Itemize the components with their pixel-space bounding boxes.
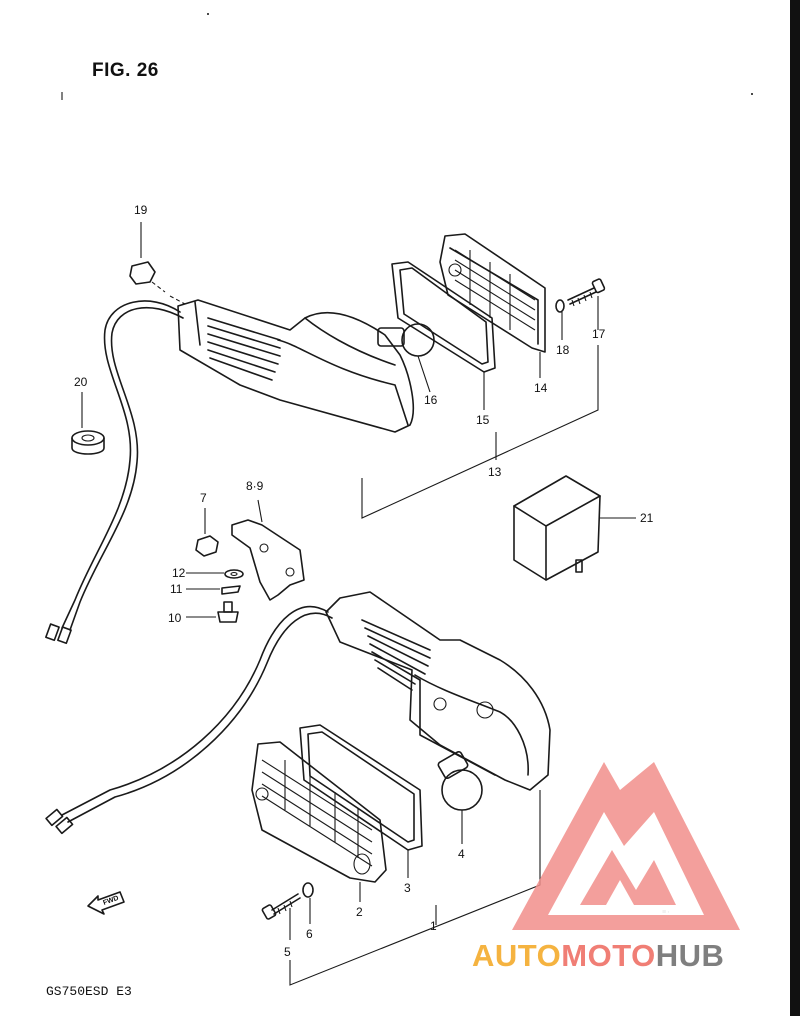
upper-lens — [439, 233, 546, 378]
washer-11 — [186, 585, 241, 595]
fwd-arrow-icon: FWD — [87, 891, 125, 915]
turn-signal-relay — [513, 475, 636, 581]
lower-screw — [261, 893, 301, 940]
watermark-auto: AUTO — [472, 938, 561, 973]
callout-17: 17 — [592, 327, 606, 341]
callout-16: 16 — [424, 393, 438, 407]
lower-bulb — [437, 751, 483, 844]
callout-21: 21 — [640, 511, 654, 525]
callout-15: 15 — [476, 413, 490, 427]
upper-wire-connectors — [45, 623, 72, 645]
callout-10: 10 — [168, 611, 182, 625]
lower-lens — [251, 741, 387, 902]
callout-5: 5 — [284, 945, 291, 959]
upper-bulb — [377, 323, 435, 393]
grommet-20 — [71, 392, 105, 455]
watermark-hub: HUB — [656, 938, 725, 973]
callout-18: 18 — [556, 343, 570, 357]
lower-signal-housing — [325, 591, 551, 791]
callout-14: 14 — [534, 381, 548, 395]
callout-13-bracket — [361, 345, 599, 519]
callout-3: 3 — [404, 881, 411, 895]
callout-13: 13 — [488, 465, 502, 479]
callout-12: 12 — [172, 566, 186, 580]
mount-bracket — [231, 499, 305, 601]
callout-7: 7 — [200, 491, 207, 505]
upper-signal-wire — [61, 300, 181, 629]
upper-gasket — [391, 261, 496, 410]
washer-12 — [186, 569, 244, 579]
upper-washer — [555, 299, 565, 340]
watermark-moto: MOTO — [561, 938, 655, 973]
bolt-10 — [186, 601, 239, 623]
callout-20: 20 — [74, 375, 88, 389]
upper-screw — [567, 278, 606, 330]
callout-1: 1 — [430, 919, 437, 933]
figure-title: FIG. 26 — [92, 60, 159, 81]
nut-19 — [129, 222, 186, 305]
callout-2: 2 — [356, 905, 363, 919]
callout-8-9: 8·9 — [246, 479, 264, 493]
callout-6: 6 — [306, 927, 313, 941]
page-edge — [790, 0, 800, 1016]
callout-1-bracket — [289, 790, 541, 986]
lower-signal-wire — [61, 605, 329, 816]
callout-4: 4 — [458, 847, 465, 861]
nut-7 — [195, 508, 219, 557]
watermark-logo-icon — [512, 762, 740, 930]
callout-19: 19 — [134, 203, 148, 217]
model-label: GS750ESD E3 — [46, 984, 132, 999]
upper-signal-housing — [177, 299, 414, 433]
lower-wire-connectors — [45, 808, 74, 835]
lower-gasket — [299, 724, 423, 878]
watermark-text: AUTOMOTOHUB — [472, 938, 724, 973]
callout-11: 11 — [170, 582, 183, 596]
lower-washer — [302, 882, 314, 924]
